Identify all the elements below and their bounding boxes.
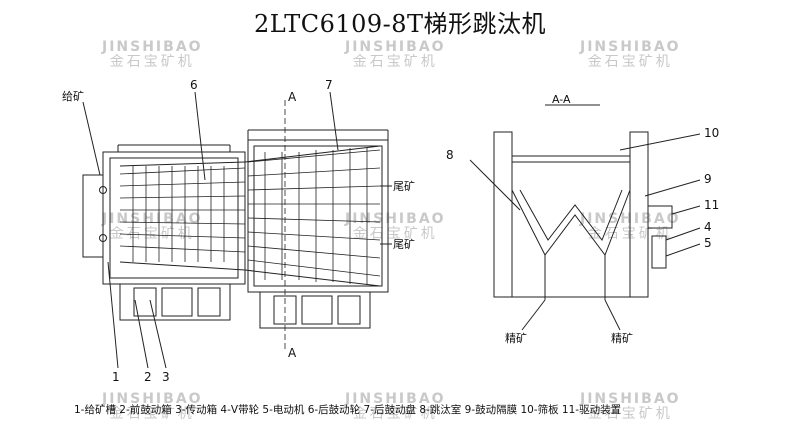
watermark: JINSHIBAO 金石宝矿机 xyxy=(102,39,203,71)
watermark-cn: 金石宝矿机 xyxy=(352,226,438,243)
watermark-cn: 金石宝矿机 xyxy=(109,226,195,243)
leader-line xyxy=(604,299,621,331)
leader-line xyxy=(665,227,701,241)
left-frame-post xyxy=(493,131,513,298)
section-view xyxy=(469,104,701,331)
watermark-cn: 金石宝矿机 xyxy=(109,406,195,423)
callout-9: 9 xyxy=(704,172,712,186)
rear-tank-inner xyxy=(253,145,383,287)
concentrate-label-right: 精矿 xyxy=(611,332,633,345)
drive-box-rear xyxy=(259,291,371,329)
watermark: JINSHIBAO 金石宝矿机 xyxy=(345,391,446,423)
leader-line xyxy=(149,299,167,369)
watermark-en: JINSHIBAO xyxy=(345,39,446,55)
watermark-en: JINSHIBAO xyxy=(102,39,203,55)
watermark: JINSHIBAO 金石宝矿机 xyxy=(345,39,446,71)
motor-unit xyxy=(651,235,667,269)
watermark-cn: 金石宝矿机 xyxy=(109,54,195,71)
tail-label-1: 尾矿 xyxy=(393,180,415,193)
callout-10: 10 xyxy=(704,126,720,140)
plan-view xyxy=(82,91,392,369)
section-mark-bottom: A xyxy=(288,346,297,360)
watermark: JINSHIBAO 金石宝矿机 xyxy=(580,39,681,71)
leader-line xyxy=(107,261,119,369)
pulley-symbol xyxy=(197,287,221,317)
watermark-cn: 金石宝矿机 xyxy=(587,54,673,71)
watermark: JINSHIBAO 金石宝矿机 xyxy=(345,211,446,243)
motor-symbol xyxy=(161,287,193,317)
tail-label-2: 尾矿 xyxy=(393,238,415,251)
pulley-symbol xyxy=(337,295,361,325)
watermark-cn: 金石宝矿机 xyxy=(352,54,438,71)
watermark-en: JINSHIBAO xyxy=(345,211,446,227)
callout-1: 1 xyxy=(112,370,120,384)
trapezoid-edge xyxy=(244,269,381,287)
front-tank-inner xyxy=(109,157,239,279)
leader-line xyxy=(134,299,149,369)
watermark-cn: 金石宝矿机 xyxy=(587,226,673,243)
callout-5: 5 xyxy=(704,236,712,250)
watermark-en: JINSHIBAO xyxy=(345,391,446,407)
leader-line xyxy=(469,159,521,211)
feed-label: 给矿 xyxy=(62,90,84,103)
leader-line xyxy=(671,205,701,215)
leader-line xyxy=(194,91,206,181)
watermark-en: JINSHIBAO xyxy=(580,39,681,55)
watermark: JINSHIBAO 金石宝矿机 xyxy=(580,211,681,243)
watermark-cn: 金石宝矿机 xyxy=(587,406,673,423)
feed-trough-outline xyxy=(82,174,104,258)
trapezoid-edge xyxy=(119,161,246,167)
callout-11: 11 xyxy=(704,198,720,212)
leader-line xyxy=(619,133,701,151)
callout-7: 7 xyxy=(325,78,333,92)
hutch-inner xyxy=(519,189,623,241)
watermark-en: JINSHIBAO xyxy=(580,391,681,407)
page-title: 2LTC6109-8T梯形跳汰机 xyxy=(253,10,547,38)
trapezoid-edge xyxy=(244,145,381,163)
callout-6: 6 xyxy=(190,78,198,92)
screen-grid-front xyxy=(119,166,246,262)
leader-line xyxy=(665,243,701,257)
watermark-en: JINSHIBAO xyxy=(580,211,681,227)
right-frame-post xyxy=(629,131,649,298)
concentrate-label-left: 精矿 xyxy=(505,332,527,345)
drive-box-front xyxy=(119,283,231,321)
watermark: JINSHIBAO 金石宝矿机 xyxy=(580,391,681,423)
leader-line xyxy=(644,179,701,197)
leader-line xyxy=(82,101,101,176)
watermark-en: JINSHIBAO xyxy=(102,391,203,407)
drive-unit xyxy=(647,205,673,229)
pulley-symbol xyxy=(273,295,297,325)
callout-3: 3 xyxy=(162,370,170,384)
leader-line xyxy=(329,91,339,151)
parts-legend: 1-给矿槽 2-前鼓动箱 3-传动箱 4-V带轮 5-电动机 6-后鼓动轮 7-… xyxy=(74,404,622,416)
hutch-outline xyxy=(511,189,631,257)
watermark: JINSHIBAO 金石宝矿机 xyxy=(102,391,203,423)
section-mark-top: A xyxy=(288,90,297,104)
section-title: A-A xyxy=(552,93,571,106)
callout-2: 2 xyxy=(144,370,152,384)
motor-symbol xyxy=(301,295,333,325)
leader-line xyxy=(521,299,546,331)
callout-4: 4 xyxy=(704,220,712,234)
watermark-cn: 金石宝矿机 xyxy=(352,406,438,423)
callout-8: 8 xyxy=(446,148,454,162)
trapezoid-edge xyxy=(119,261,246,271)
screen-grid-rear xyxy=(247,148,381,284)
pulley-symbol xyxy=(133,287,157,317)
